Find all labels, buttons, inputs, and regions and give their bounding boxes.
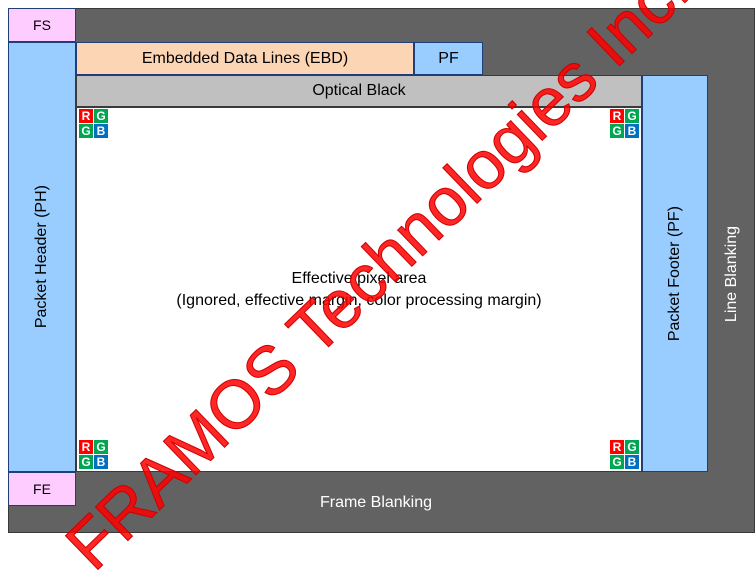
line-blanking-label: Line Blanking	[722, 225, 740, 323]
optical-black-label: Optical Black	[312, 82, 406, 99]
pixel-r: R	[610, 440, 624, 454]
packet-header: Packet Header (PH)	[8, 42, 76, 472]
pixel-g: G	[79, 455, 93, 469]
frame-blanking-region: Frame Blanking	[76, 472, 676, 533]
frame-start-marker: FS	[8, 8, 76, 42]
frame-blanking-label: Frame Blanking	[319, 493, 433, 511]
frame-start-label: FS	[33, 17, 51, 33]
pixel-b: B	[625, 455, 639, 469]
rgb-block-top-right: R G G B	[610, 109, 639, 138]
pixel-g: G	[610, 124, 624, 138]
effective-pixel-area-title: Effective pixel area	[291, 269, 427, 287]
pixel-g: G	[625, 109, 639, 123]
rgb-block-bottom-left: R G G B	[79, 440, 108, 469]
pixel-g: G	[79, 124, 93, 138]
packet-footer-label: Packet Footer (PF)	[666, 205, 683, 342]
embedded-data-lines-label: Embedded Data Lines (EBD)	[141, 49, 349, 67]
pixel-b: B	[94, 124, 108, 138]
optical-black: Optical Black	[76, 75, 642, 107]
rgb-block-top-left: R G G B	[79, 109, 108, 138]
effective-pixel-area: Effective pixel area (Ignored, effective…	[76, 107, 642, 472]
pixel-b: B	[94, 455, 108, 469]
ebd-packet-footer: PF	[414, 42, 483, 75]
ebd-packet-footer-label: PF	[438, 49, 459, 67]
effective-pixel-area-subtitle: (Ignored, effective margin, color proces…	[176, 291, 542, 309]
pixel-g: G	[625, 440, 639, 454]
pixel-r: R	[79, 440, 93, 454]
frame-end-marker: FE	[8, 472, 76, 506]
embedded-data-lines: Embedded Data Lines (EBD)	[76, 42, 414, 75]
pixel-g: G	[94, 440, 108, 454]
line-blanking-region: Line Blanking	[708, 42, 755, 506]
pixel-g: G	[610, 455, 624, 469]
packet-footer: Packet Footer (PF)	[642, 75, 708, 472]
pixel-g: G	[94, 109, 108, 123]
frame-end-label: FE	[33, 481, 51, 497]
pixel-b: B	[625, 124, 639, 138]
pixel-r: R	[79, 109, 93, 123]
rgb-block-bottom-right: R G G B	[610, 440, 639, 469]
pixel-r: R	[610, 109, 624, 123]
packet-header-label: Packet Header (PH)	[33, 185, 50, 329]
